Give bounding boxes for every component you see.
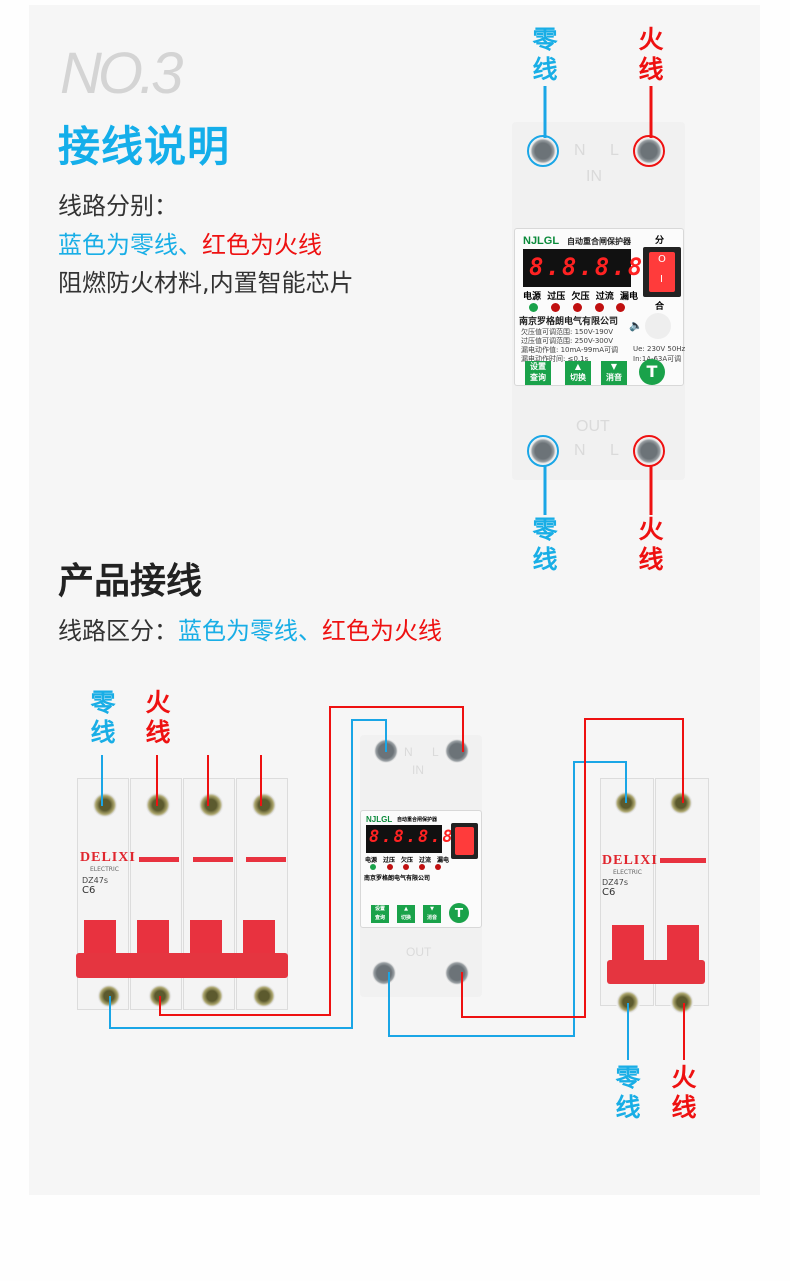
breaker2-live-label: 火线 bbox=[671, 1063, 697, 1122]
live-wire-protector-to-breaker2 bbox=[461, 718, 684, 1018]
breaker-rating: C6 bbox=[82, 885, 96, 896]
breaker-live-label: 火线 bbox=[145, 688, 171, 747]
terminal-in-label: IN bbox=[586, 168, 602, 185]
breaker-tie-bar[interactable] bbox=[76, 953, 288, 978]
breaker-brand: DELIXI bbox=[80, 850, 136, 865]
middle-out-live-terminal bbox=[444, 960, 470, 986]
neutral-legend: 蓝色为零线、 bbox=[58, 231, 202, 259]
switch-on-mark: O bbox=[658, 254, 666, 265]
rating-voltage: Ue: 230V 50Hz bbox=[633, 345, 686, 353]
breaker2-neutral-label: 零线 bbox=[615, 1063, 641, 1122]
terminal-out-label: OUT bbox=[576, 418, 610, 435]
breaker-top-terminal-n bbox=[92, 792, 118, 818]
bottom-live-label: 火线 bbox=[638, 515, 664, 574]
top-live-label: 火线 bbox=[638, 25, 664, 84]
breaker-switch[interactable]: O I bbox=[643, 247, 681, 297]
led-digits: 8.8.8.8. bbox=[529, 253, 661, 281]
power-led bbox=[529, 303, 538, 312]
neutral-caption: 蓝色为零线、 bbox=[178, 617, 322, 645]
section-number: NO.3 bbox=[60, 41, 183, 106]
wiring-caption: 线路区分：蓝色为零线、红色为火线 bbox=[58, 617, 442, 645]
breaker-2-tie-bar[interactable] bbox=[607, 960, 705, 984]
protector-face: NJLGL 自动重合闸保护器 8.8.8.8. O I 分 合 电源 过压 欠压… bbox=[514, 228, 686, 386]
indicator-labels: 电源 过压 欠压 过流 漏电 bbox=[523, 289, 638, 302]
breaker-model: DZ47s bbox=[82, 876, 108, 885]
undervoltage-led bbox=[573, 303, 582, 312]
out-live-terminal bbox=[633, 435, 665, 467]
feature-text: 阻燃防火材料,内置智能芯片 bbox=[58, 269, 354, 297]
terminal-l-label: L bbox=[610, 142, 619, 159]
in-live-terminal bbox=[633, 135, 665, 167]
setup-query-button[interactable]: 设置查询 bbox=[525, 361, 551, 385]
section-title-wiring-instructions: 接线说明 bbox=[58, 122, 231, 171]
middle-out-neutral-terminal bbox=[371, 960, 397, 986]
terminal-n-label: N bbox=[574, 142, 586, 159]
breaker-neutral-label: 零线 bbox=[90, 688, 116, 747]
protector-device-top: N L IN NJLGL 自动重合闸保护器 8.8.8.8. O I 分 合 电… bbox=[512, 122, 685, 480]
company-name: 南京罗格朗电气有限公司 bbox=[519, 317, 619, 327]
product-name: 自动重合闸保护器 bbox=[567, 237, 631, 246]
brand-logo: NJLGL bbox=[523, 235, 560, 247]
live-wire-breaker-to-protector bbox=[159, 706, 464, 1016]
section-title-product-wiring: 产品接线 bbox=[58, 561, 203, 602]
neutral-wire-protector-to-breaker2 bbox=[388, 761, 627, 1037]
mute-button[interactable]: ▼消音 bbox=[601, 361, 627, 385]
wiring-intro-text: 线路分别： bbox=[58, 192, 178, 220]
neutral-wire-breaker-to-protector bbox=[109, 719, 387, 1029]
spec-leakage-current: 漏电动作值: 10mA-99mA可调 bbox=[521, 346, 618, 354]
indicator-power: 电源 bbox=[523, 292, 542, 302]
buzzer-grille bbox=[645, 313, 671, 339]
spec-undervoltage: 欠压值可调范围: 150V-190V bbox=[521, 328, 613, 336]
bottom-neutral-label: 零线 bbox=[532, 515, 558, 574]
indicator-undervoltage: 欠压 bbox=[571, 292, 590, 302]
wire-color-legend: 蓝色为零线、红色为火线 bbox=[58, 225, 322, 260]
terminal-out-n-label: N bbox=[574, 442, 586, 459]
rating-current: In:1A-63A可调 bbox=[633, 355, 682, 363]
spec-leakage-time: 漏电动作时间: ≤0.1s bbox=[521, 355, 589, 363]
switch-bottom-label: 合 bbox=[655, 302, 665, 312]
protector-device-middle: N L IN NJLGL 自动重合闸保护器 8.8.8.8. 电源过压欠压过流漏… bbox=[360, 735, 482, 997]
led-display: 8.8.8.8. bbox=[523, 249, 659, 287]
indicator-leakage: 漏电 bbox=[619, 292, 638, 302]
spec-overvoltage: 过压值可调范围: 250V-300V bbox=[521, 337, 613, 345]
middle-in-live-terminal bbox=[444, 738, 470, 764]
in-neutral-terminal bbox=[527, 135, 559, 167]
live-caption: 红色为火线 bbox=[322, 617, 442, 645]
switch-top-label: 分 bbox=[655, 236, 665, 246]
indicator-overcurrent: 过流 bbox=[595, 292, 614, 302]
live-legend: 红色为火线 bbox=[202, 231, 322, 259]
top-label-leads bbox=[543, 86, 653, 515]
overvoltage-led bbox=[551, 303, 560, 312]
switch-off-mark: I bbox=[660, 274, 663, 285]
indicator-overvoltage: 过压 bbox=[547, 292, 566, 302]
leakage-led bbox=[616, 303, 625, 312]
terminal-out-l-label: L bbox=[610, 442, 619, 459]
out-neutral-terminal bbox=[527, 435, 559, 467]
switch-button[interactable]: ▲切换 bbox=[565, 361, 591, 385]
overcurrent-led bbox=[595, 303, 604, 312]
test-button[interactable]: T bbox=[639, 359, 665, 385]
top-neutral-label: 零线 bbox=[532, 25, 558, 84]
speaker-icon: 🔈 bbox=[629, 319, 643, 332]
